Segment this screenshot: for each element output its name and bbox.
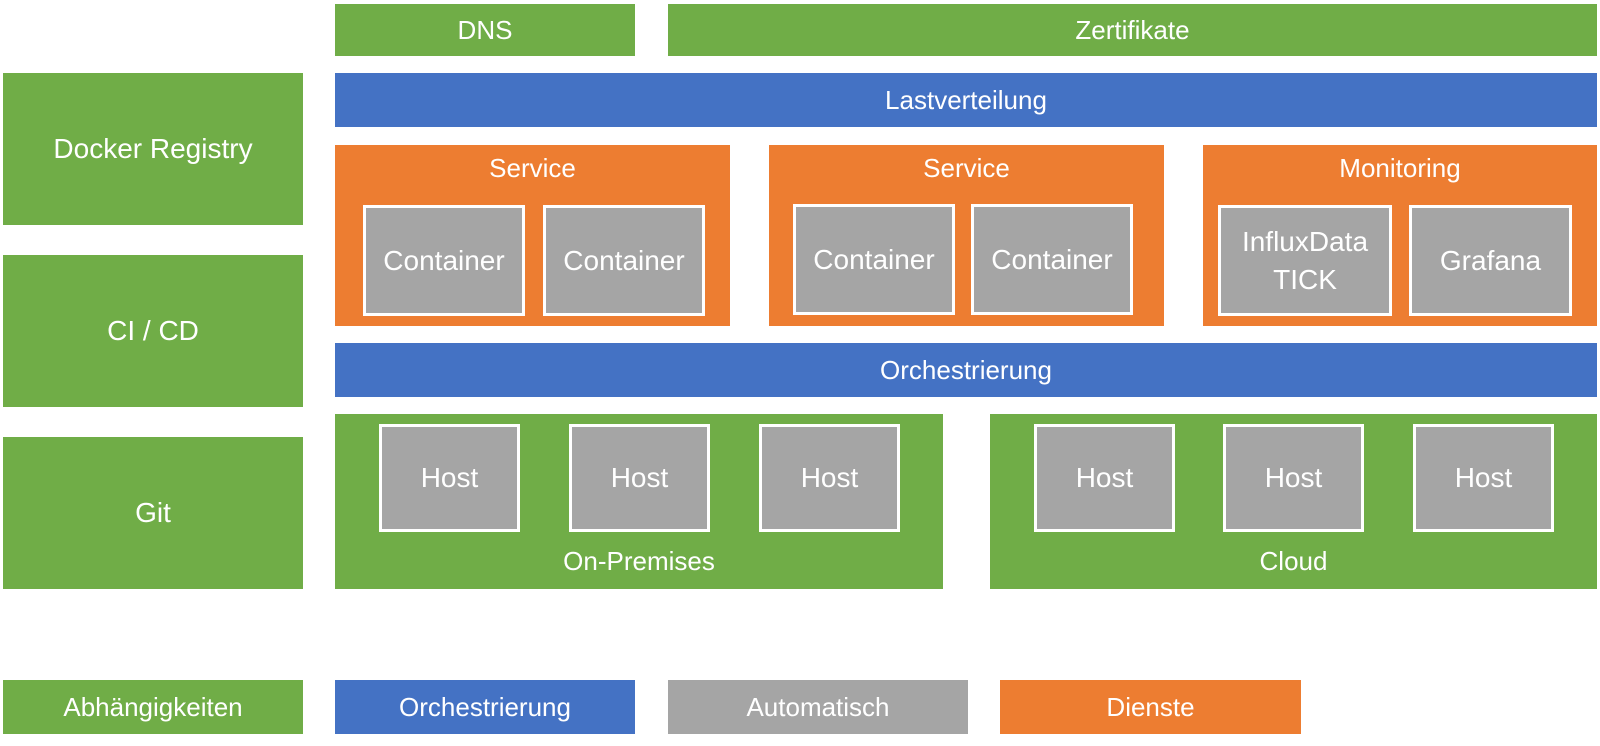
container-label: Container xyxy=(383,244,505,276)
docker-registry-box: Docker Registry xyxy=(3,73,303,225)
dns-box: DNS xyxy=(335,4,635,56)
on-premises-title: On-Premises xyxy=(563,546,715,576)
container-box: Container xyxy=(363,205,525,316)
host-box: Host xyxy=(1223,424,1364,532)
legend-services-label: Dienste xyxy=(1106,691,1195,722)
grafana-box: Grafana xyxy=(1409,205,1572,316)
service-2-title: Service xyxy=(923,153,1010,183)
load-balancing-label: Lastverteilung xyxy=(885,84,1047,115)
service-group-2: Service Container Container xyxy=(769,145,1164,326)
host-box: Host xyxy=(1034,424,1175,532)
git-box: Git xyxy=(3,437,303,589)
container-label: Container xyxy=(991,243,1113,275)
cloud-title: Cloud xyxy=(1259,546,1328,576)
certificates-box: Zertifikate xyxy=(668,4,1597,56)
service-group-1: Service Container Container xyxy=(335,145,730,326)
influxdata-label: InfluxData xyxy=(1241,225,1369,257)
host-box: Host xyxy=(1413,424,1554,532)
legend-dependencies: Abhängigkeiten xyxy=(3,680,303,734)
host-label: Host xyxy=(610,462,669,493)
legend-automatic: Automatisch xyxy=(668,680,968,734)
monitoring-group: Monitoring InfluxData TICK Grafana xyxy=(1203,145,1597,326)
host-box: Host xyxy=(759,424,900,532)
legend-services: Dienste xyxy=(1000,680,1301,734)
influxdata-tick-box: InfluxData TICK xyxy=(1218,205,1392,316)
container-box: Container xyxy=(543,205,705,316)
container-box: Container xyxy=(793,204,955,315)
cicd-box: CI / CD xyxy=(3,255,303,407)
host-label: Host xyxy=(800,462,859,493)
container-label: Container xyxy=(813,243,935,275)
on-premises-group: Host Host Host On-Premises xyxy=(335,414,943,589)
legend-dependencies-label: Abhängigkeiten xyxy=(63,691,243,722)
cloud-group: Host Host Host Cloud xyxy=(990,414,1597,589)
orchestration-bar: Orchestrierung xyxy=(335,343,1597,397)
host-label: Host xyxy=(1075,462,1134,493)
cicd-label: CI / CD xyxy=(107,315,199,346)
legend-orchestration: Orchestrierung xyxy=(335,680,635,734)
monitoring-title: Monitoring xyxy=(1339,153,1461,183)
tick-label: TICK xyxy=(1273,263,1337,295)
host-label: Host xyxy=(1264,462,1323,493)
load-balancing-bar: Lastverteilung xyxy=(335,73,1597,127)
certificates-label: Zertifikate xyxy=(1075,14,1190,45)
orchestration-label: Orchestrierung xyxy=(880,354,1052,385)
host-box: Host xyxy=(569,424,710,532)
container-label: Container xyxy=(563,244,685,276)
host-label: Host xyxy=(420,462,479,493)
legend-orchestration-label: Orchestrierung xyxy=(399,691,571,722)
dns-label: DNS xyxy=(457,14,513,45)
grafana-label: Grafana xyxy=(1439,244,1542,276)
legend-automatic-label: Automatisch xyxy=(746,691,890,722)
docker-registry-label: Docker Registry xyxy=(53,133,253,164)
host-label: Host xyxy=(1454,462,1513,493)
host-box: Host xyxy=(379,424,520,532)
git-label: Git xyxy=(135,497,171,528)
container-box: Container xyxy=(971,204,1133,315)
service-1-title: Service xyxy=(489,153,576,183)
